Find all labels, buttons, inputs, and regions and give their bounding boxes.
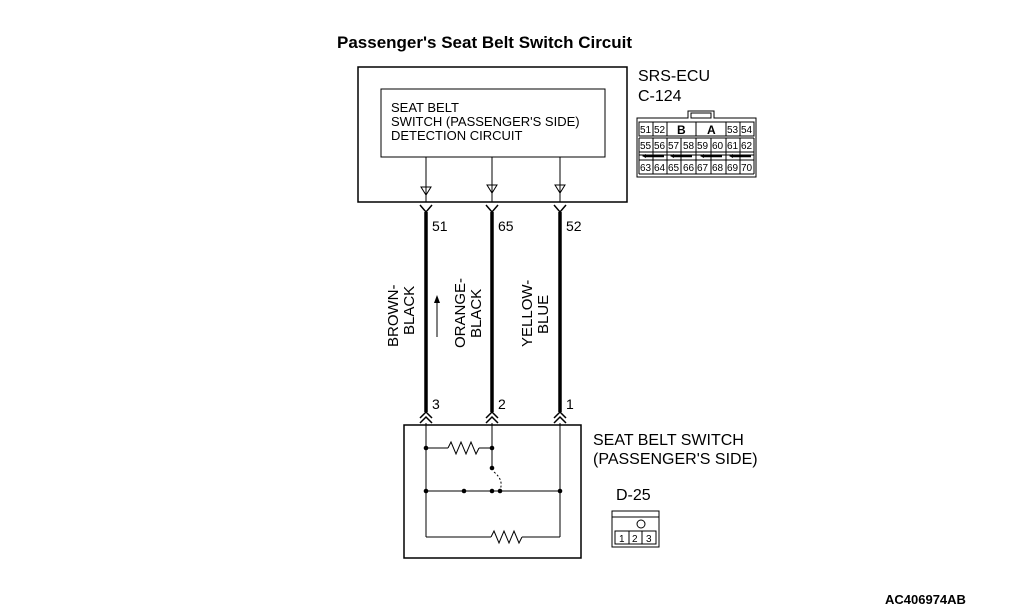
ecu-pin-69: 69 bbox=[727, 163, 739, 174]
ecu-pin-54: 54 bbox=[741, 125, 753, 136]
ecu-pin-55: 55 bbox=[640, 141, 652, 152]
ecu-pin-58: 58 bbox=[683, 141, 695, 152]
figure-code: AC406974AB bbox=[885, 592, 966, 607]
switch-internal-circuit bbox=[423, 423, 563, 545]
ecu-pin-57: 57 bbox=[668, 141, 680, 152]
ecu-pin-66: 66 bbox=[683, 163, 695, 174]
switch-conn-pin-3: 3 bbox=[646, 534, 652, 545]
wire-color-orange-black-1: ORANGE- bbox=[452, 278, 469, 348]
detection-circuit-box bbox=[380, 88, 606, 158]
detection-circuit-line-3: DETECTION CIRCUIT bbox=[391, 128, 523, 143]
ecu-pin-62: 62 bbox=[741, 141, 753, 152]
wire-color-yellow-blue-1: YELLOW- bbox=[519, 280, 536, 347]
ecu-pin-68: 68 bbox=[712, 163, 724, 174]
ecu-pin-65: 65 bbox=[668, 163, 680, 174]
ecu-pin-a: A bbox=[707, 123, 716, 137]
ecu-connector-blocked-cells bbox=[642, 154, 751, 158]
ecu-pin-70: 70 bbox=[741, 163, 753, 174]
switch-conn-pin-2: 2 bbox=[632, 534, 638, 545]
ecu-pin-61: 61 bbox=[727, 141, 739, 152]
ecu-pin-53: 53 bbox=[727, 125, 739, 136]
wire-color-brown-black-2: BLACK bbox=[401, 286, 418, 335]
ecu-side-connector-symbols bbox=[419, 204, 567, 214]
ecu-pin-56: 56 bbox=[654, 141, 666, 152]
ecu-internal-leads bbox=[420, 157, 566, 202]
detection-circuit-line-2: SWITCH (PASSENGER'S SIDE) bbox=[391, 114, 580, 129]
switch-connector-face: 1 2 3 bbox=[611, 510, 660, 548]
resistor-upper-icon bbox=[447, 440, 480, 456]
ecu-pin-64: 64 bbox=[654, 163, 666, 174]
resistor-lower-icon bbox=[490, 529, 523, 545]
wire-color-yellow-blue-2: BLUE bbox=[535, 295, 552, 334]
diagram-title: Passenger's Seat Belt Switch Circuit bbox=[337, 33, 632, 52]
ecu-name: SRS-ECU bbox=[638, 68, 710, 85]
ecu-pin-b: B bbox=[677, 123, 686, 137]
switch-side-connector-symbols bbox=[419, 410, 567, 424]
ecu-wire-pin-52: 52 bbox=[566, 218, 582, 234]
switch-conn-pin-1: 1 bbox=[619, 534, 625, 545]
ecu-pin-67: 67 bbox=[697, 163, 709, 174]
ecu-connector-face: 51 52 B A 53 54 55 56 57 58 59 60 61 62 … bbox=[636, 110, 757, 178]
switch-connector-id: D-25 bbox=[616, 487, 651, 504]
switch-wire-pin-2: 2 bbox=[498, 396, 506, 412]
switch-wire-pin-1: 1 bbox=[566, 396, 574, 412]
ecu-pin-59: 59 bbox=[697, 141, 709, 152]
wire-color-brown-black-1: BROWN- bbox=[385, 285, 402, 348]
switch-name-line-1: SEAT BELT SWITCH bbox=[593, 432, 744, 449]
ecu-pin-52: 52 bbox=[654, 125, 666, 136]
switch-name-line-2: (PASSENGER'S SIDE) bbox=[593, 451, 758, 468]
ecu-connector-id: C-124 bbox=[638, 88, 682, 105]
ecu-wire-pin-65: 65 bbox=[498, 218, 514, 234]
current-direction-arrow-icon bbox=[434, 295, 440, 337]
ecu-pin-51: 51 bbox=[640, 125, 652, 136]
wire-color-orange-black-2: BLACK bbox=[468, 289, 485, 338]
ecu-pin-63: 63 bbox=[640, 163, 652, 174]
ecu-pin-60: 60 bbox=[712, 141, 724, 152]
switch-wire-pin-3: 3 bbox=[432, 396, 440, 412]
switch-contact-icon bbox=[493, 471, 502, 491]
ecu-wire-pin-51: 51 bbox=[432, 218, 448, 234]
detection-circuit-line-1: SEAT BELT bbox=[391, 100, 459, 115]
